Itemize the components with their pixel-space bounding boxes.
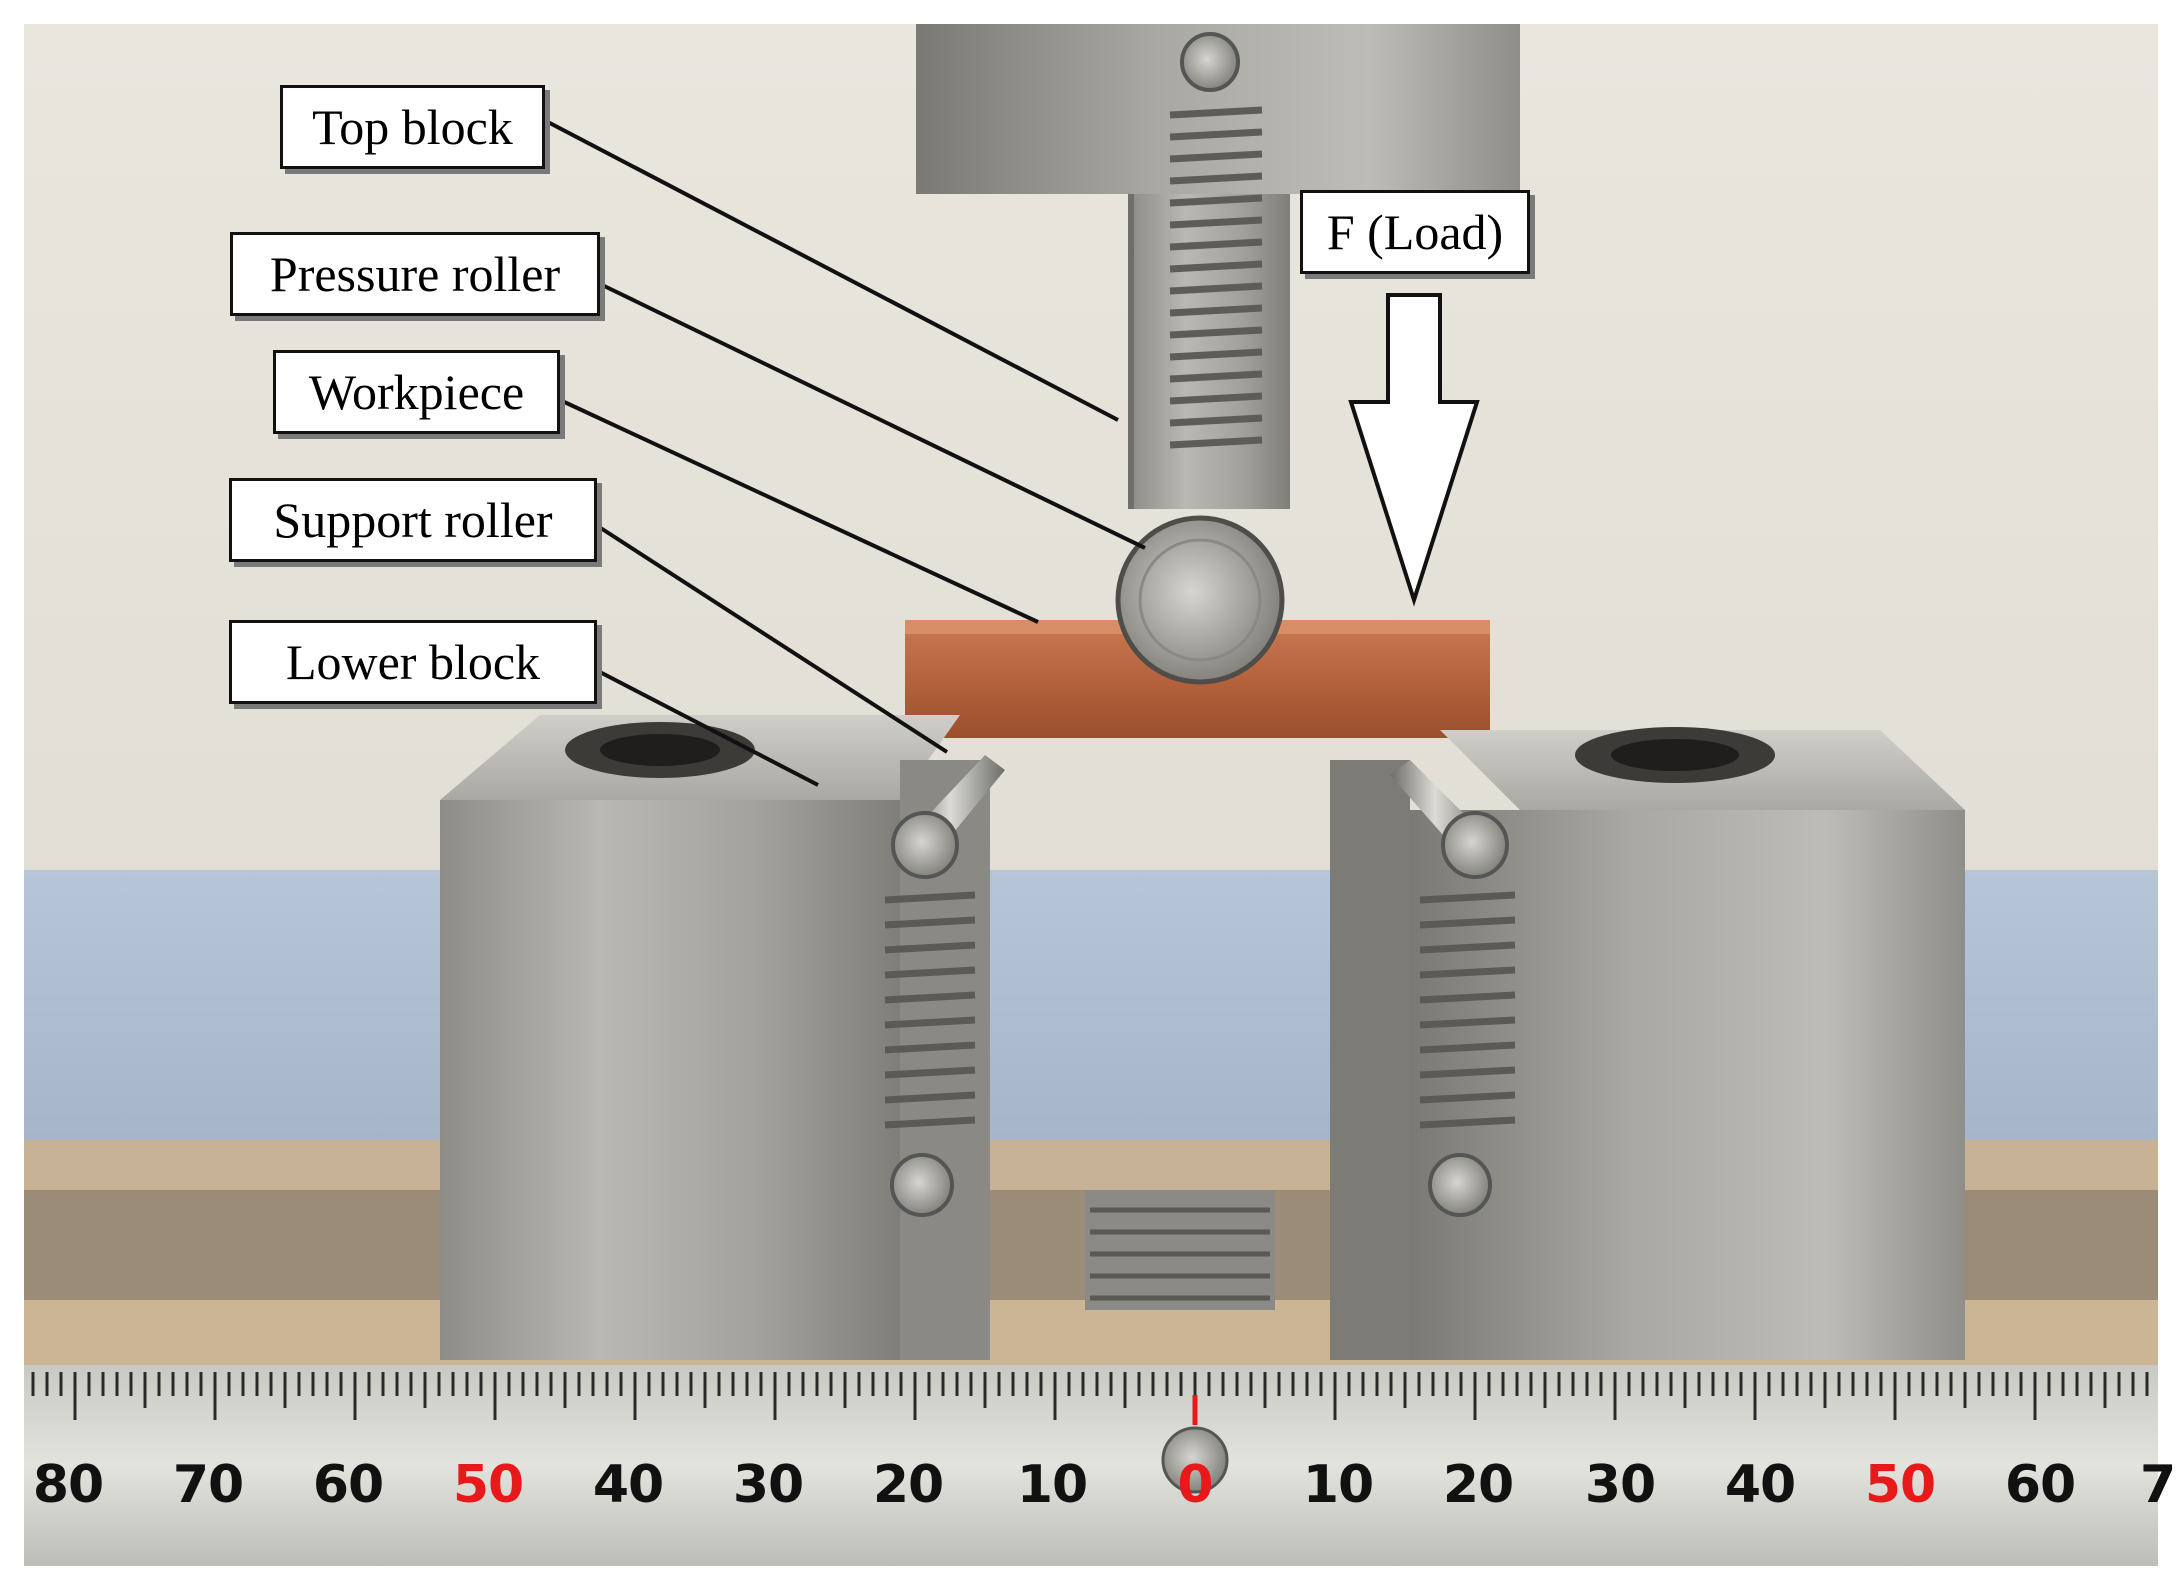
lower-spring-right — [1419, 891, 1516, 1129]
label-load: F (Load) — [1300, 190, 1530, 274]
ruler-ticks — [31, 1372, 2149, 1420]
leader-lines — [543, 118, 1146, 787]
label-workpiece: Workpiece — [273, 350, 560, 434]
ruler-number: 30 — [732, 1455, 804, 1515]
ruler-number: 20 — [1442, 1455, 1514, 1515]
pressure-roller — [1115, 515, 1285, 685]
lower-spring-left — [884, 891, 976, 1129]
ruler-number: 0 — [1177, 1455, 1213, 1515]
label-lower-block: Lower block — [229, 620, 597, 704]
ruler-number: 30 — [1584, 1455, 1656, 1515]
ruler-number: 40 — [1724, 1455, 1796, 1515]
support-roller-right — [1390, 760, 1509, 879]
ruler-number: 10 — [1016, 1455, 1088, 1515]
ruler-number: 7 — [2140, 1455, 2176, 1515]
ruler-number: 70 — [172, 1455, 244, 1515]
ruler-number: 20 — [872, 1455, 944, 1515]
lower-block-right — [1330, 727, 1965, 1360]
ruler-number: 10 — [1302, 1455, 1374, 1515]
ruler-number: 50 — [1864, 1455, 1936, 1515]
ruler-number: 40 — [592, 1455, 664, 1515]
label-support-roller: Support roller — [229, 478, 597, 562]
ruler-number: 60 — [2004, 1455, 2076, 1515]
ruler-number: 60 — [312, 1455, 384, 1515]
label-top-block: Top block — [280, 85, 545, 169]
ruler-number: 80 — [32, 1455, 104, 1515]
support-roller-left — [891, 755, 1005, 879]
lower-block-left — [440, 715, 990, 1360]
top-spring — [1169, 106, 1263, 449]
load-arrow-icon — [1348, 293, 1480, 607]
label-pressure-roller: Pressure roller — [230, 232, 600, 316]
ruler — [24, 1365, 2158, 1566]
ruler-number: 50 — [452, 1455, 524, 1515]
